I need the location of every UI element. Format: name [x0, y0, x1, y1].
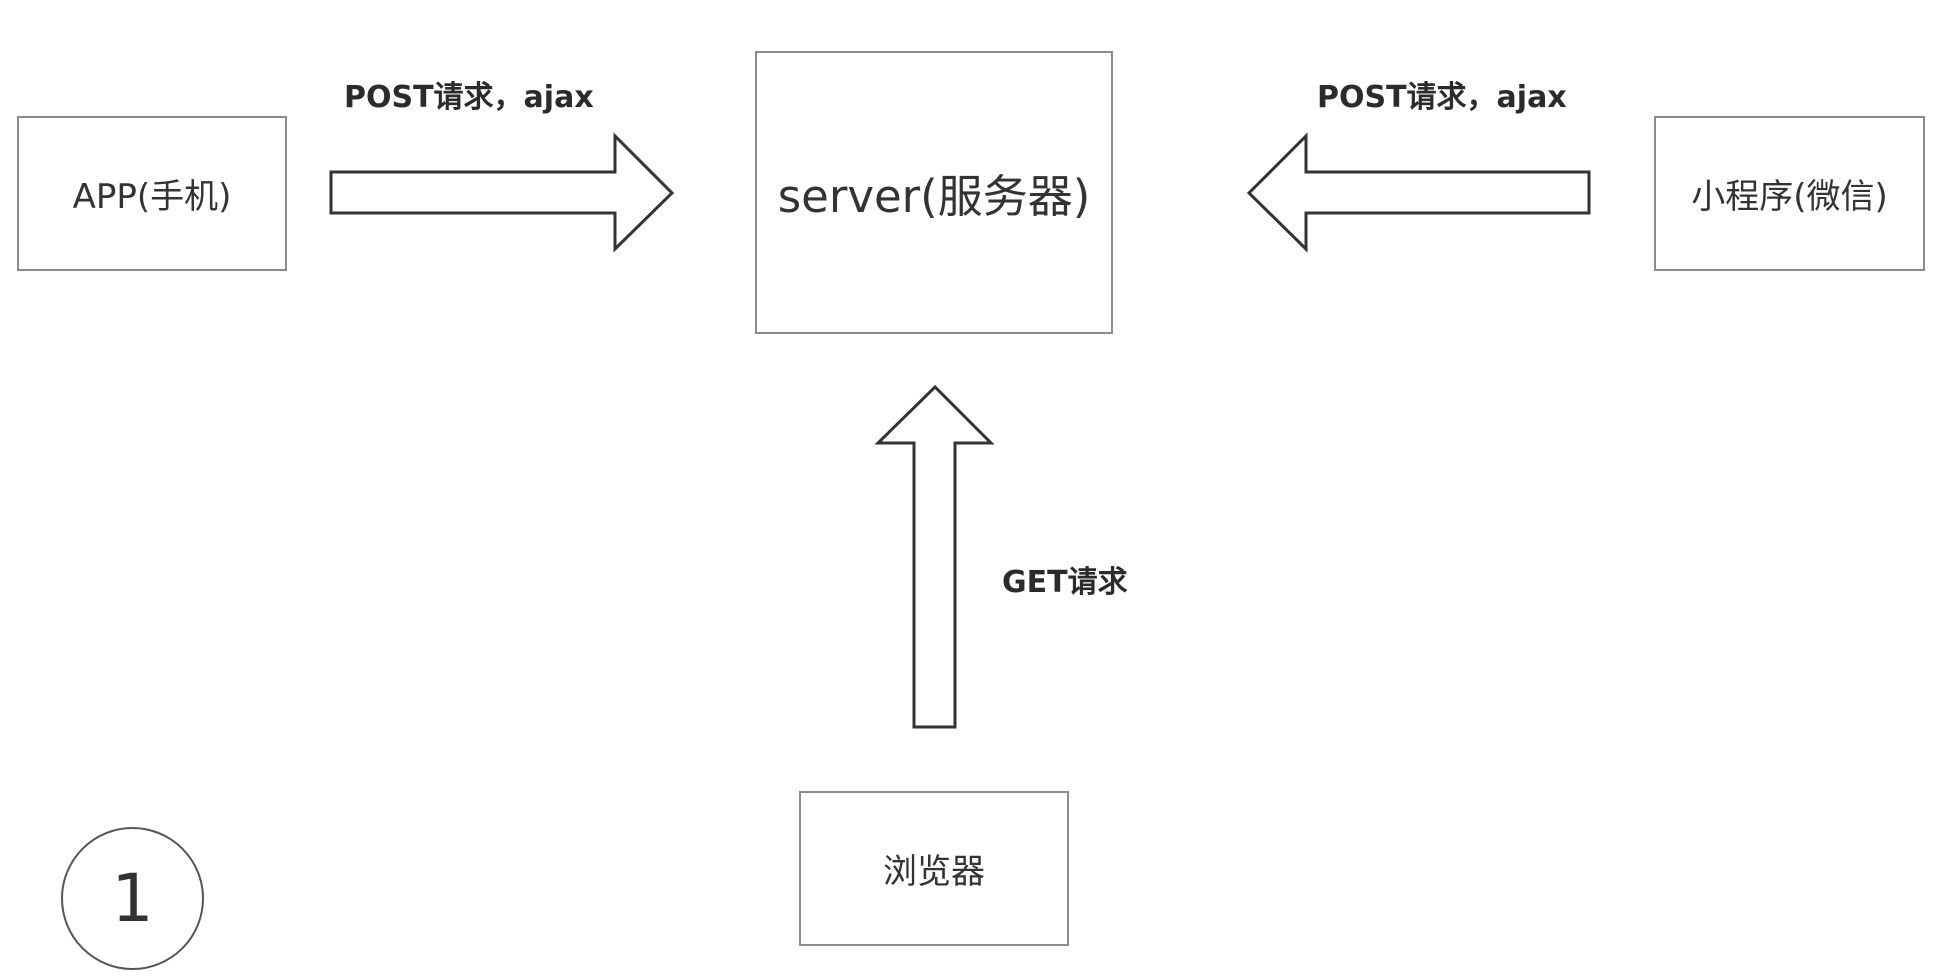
- node-app: APP(手机): [17, 116, 287, 271]
- node-server-label: server(服务器): [777, 170, 1091, 223]
- node-browser: 浏览器: [799, 791, 1069, 946]
- step-number-badge: 1: [61, 827, 204, 970]
- node-mini-program: 小程序(微信): [1654, 116, 1925, 271]
- edge-label-mini-program-to-server: POST请求，ajax: [1317, 80, 1567, 115]
- node-server: server(服务器): [755, 51, 1113, 334]
- edge-label-browser-to-server: GET请求: [1002, 565, 1128, 600]
- edge-label-app-to-server: POST请求，ajax: [344, 80, 594, 115]
- arrow-browser-to-server: [874, 384, 995, 729]
- arrow-mini-program-to-server: [1246, 132, 1591, 253]
- node-app-label: APP(手机): [72, 177, 232, 217]
- node-mini-program-label: 小程序(微信): [1691, 177, 1888, 217]
- arrow-app-to-server: [329, 132, 675, 253]
- node-browser-label: 浏览器: [883, 852, 985, 892]
